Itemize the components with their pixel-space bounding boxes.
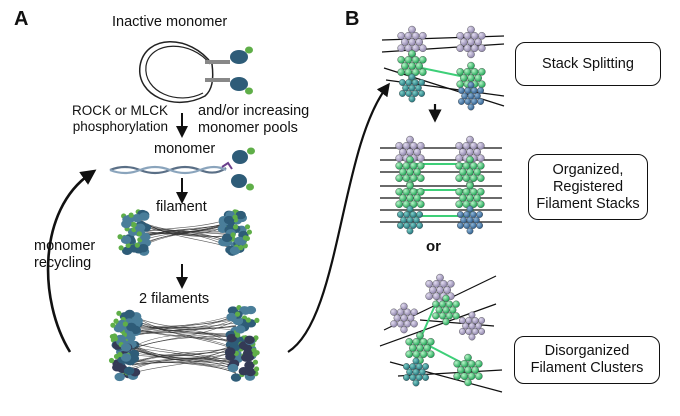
light-chain	[253, 335, 259, 341]
monomer-pools-label: and/or increasing monomer pools	[198, 103, 310, 136]
myosin-head	[124, 309, 135, 319]
myosin-head	[120, 235, 132, 244]
light-chain	[238, 245, 244, 251]
monomer-recycling-label: monomer recycling	[34, 238, 96, 271]
light-chain	[235, 332, 241, 338]
myosin-head	[114, 372, 125, 382]
myosin-head	[226, 334, 237, 343]
myosin-head	[112, 363, 123, 372]
light-chain	[128, 212, 134, 218]
myosin-head	[126, 322, 137, 332]
phosphorylation-label: ROCK or MLCK phosphorylation	[72, 103, 169, 134]
two-filaments-label: 2 filaments	[139, 291, 210, 307]
filament-illustration	[117, 209, 253, 256]
myosin-head	[134, 223, 146, 232]
myosin-head	[234, 236, 245, 246]
panel-label-b: B	[345, 8, 360, 30]
light-chain	[113, 318, 119, 324]
stack-splitting-box: Stack Splitting	[515, 42, 661, 86]
active-monomer-illustration	[109, 147, 255, 191]
stack-splitting-illustration	[381, 25, 505, 111]
light-chain	[108, 357, 115, 364]
light-chain	[252, 351, 258, 357]
light-chain	[242, 235, 248, 241]
myosin-head	[231, 174, 247, 188]
light-chain	[110, 322, 116, 328]
light-chain	[232, 224, 239, 230]
light-chain	[245, 87, 253, 95]
myosin-head	[227, 363, 239, 373]
panel-label-a: A	[14, 8, 29, 30]
myosin-head	[232, 150, 248, 164]
light-chain	[125, 242, 131, 249]
light-chain	[234, 311, 241, 317]
myosin-head	[123, 366, 135, 376]
myosin-head	[244, 335, 255, 345]
myosin-head	[244, 360, 255, 370]
light-chain	[230, 232, 236, 238]
disorganized-clusters-illustration	[379, 273, 503, 393]
myosin-head	[245, 305, 257, 315]
inactive-monomer-illustration	[139, 41, 253, 104]
myosin-head	[229, 246, 241, 255]
recycling-arrow	[46, 169, 97, 353]
myosin-head	[245, 367, 256, 377]
myosin-head	[138, 212, 150, 221]
light-chain	[116, 310, 122, 316]
or-label: or	[426, 238, 441, 255]
myosin-head	[140, 232, 151, 242]
light-chain	[253, 366, 260, 372]
disorganized-clusters-box: Disorganized Filament Clusters	[514, 336, 660, 384]
organized-stacks-illustration	[380, 135, 502, 235]
to-panel-b-arrow	[287, 82, 390, 353]
myosin-head	[243, 352, 255, 362]
myosin-head	[230, 77, 248, 91]
light-chain	[118, 245, 124, 251]
organized-stacks-box: Organized, Registered Filament Stacks	[528, 154, 648, 220]
two-filaments-illustration	[108, 304, 260, 382]
myosin-head	[226, 312, 237, 322]
myosin-head	[120, 343, 132, 352]
myosin-head	[125, 333, 136, 342]
myosin-head	[235, 210, 246, 220]
myosin-head	[230, 50, 248, 64]
inactive-monomer-label: Inactive monomer	[112, 14, 228, 30]
light-chain	[245, 46, 253, 54]
myosin-head	[235, 325, 246, 334]
light-chain	[117, 234, 123, 240]
light-chain	[252, 359, 259, 365]
filament-label: filament	[156, 199, 207, 215]
light-chain	[244, 224, 251, 230]
light-chain	[136, 231, 142, 237]
light-chain	[246, 229, 253, 235]
light-chain	[131, 222, 137, 228]
light-chain	[247, 147, 255, 155]
myosin-head	[120, 353, 132, 362]
myosin-head	[221, 233, 233, 243]
myosin-head	[225, 347, 236, 356]
light-chain	[246, 183, 254, 191]
monomer-label: monomer	[154, 141, 216, 157]
myosin-head	[113, 324, 125, 333]
light-chain	[245, 317, 251, 323]
light-chain	[122, 321, 128, 327]
light-chain	[134, 242, 140, 248]
myosin-head	[223, 215, 235, 225]
light-chain	[232, 214, 238, 220]
myosin-head	[138, 243, 149, 253]
light-chain	[112, 336, 118, 342]
light-chain	[117, 351, 123, 358]
myosin-head	[230, 373, 242, 382]
light-chain	[254, 317, 260, 323]
